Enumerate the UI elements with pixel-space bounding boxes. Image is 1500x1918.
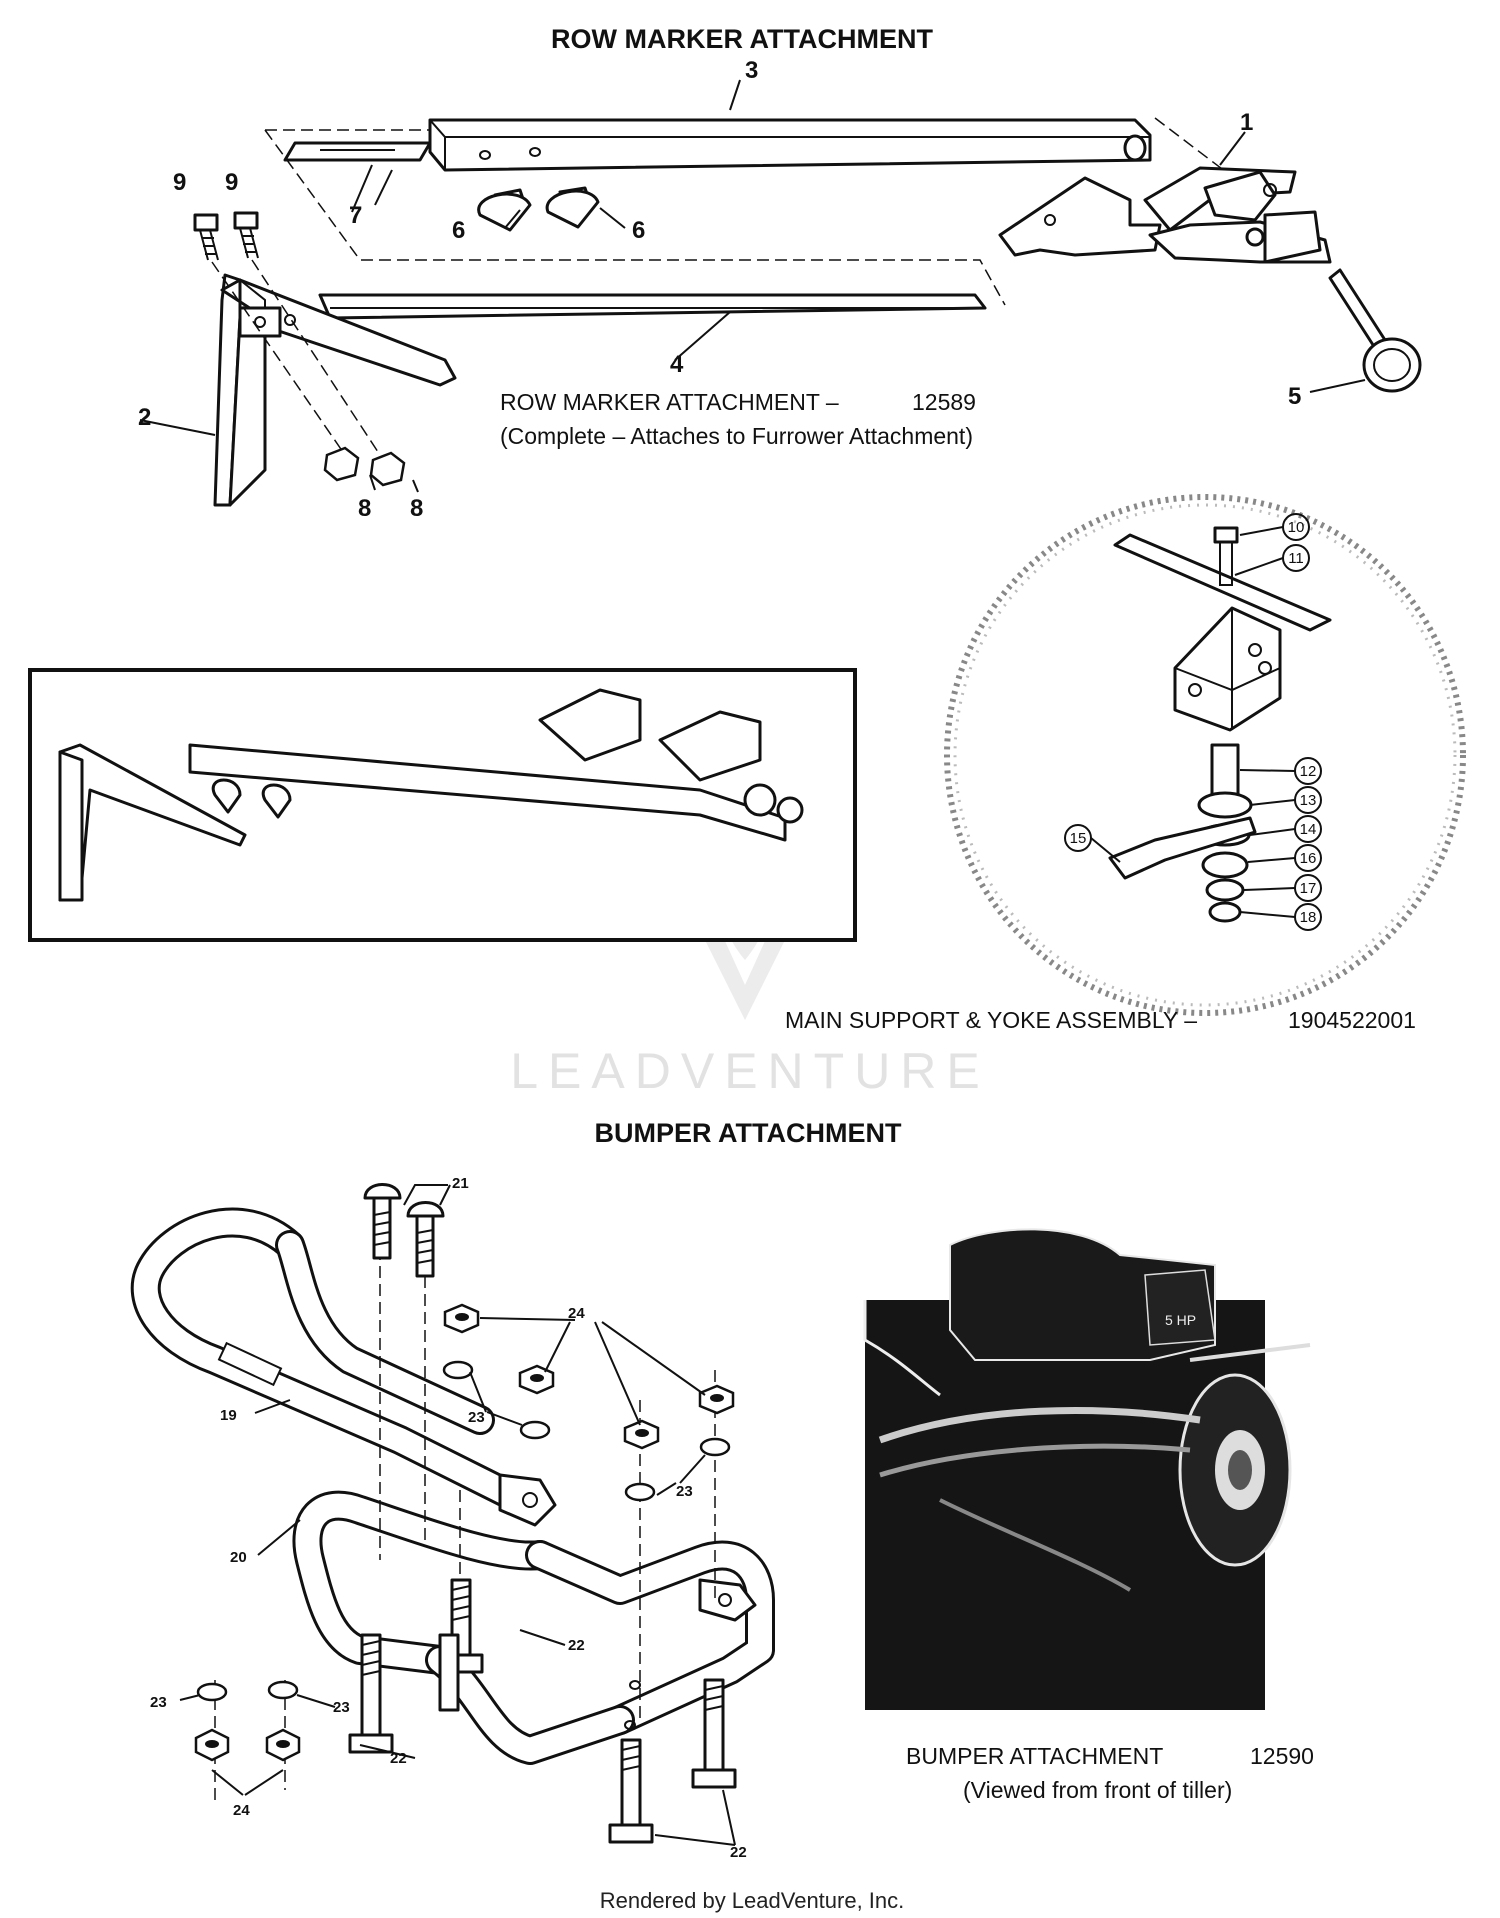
part-8-nuts: [323, 446, 406, 487]
callout-6a: 6: [452, 217, 465, 244]
part-22-bolts: [348, 1578, 737, 1844]
callout-8a: 8: [358, 495, 371, 522]
callout-23b: 23: [676, 1483, 693, 1500]
callout-14: 14: [1300, 821, 1317, 838]
bumper-caption-note: (Viewed from front of tiller): [963, 1777, 1232, 1803]
part-6-bolts: [477, 186, 600, 232]
lower-nuts-washers: [194, 1680, 301, 1762]
callout-8b: 8: [410, 495, 423, 522]
callout-6b: 6: [632, 217, 645, 244]
bumper-photo: 5 HP: [863, 1228, 1311, 1710]
callout-23c: 23: [150, 1694, 167, 1711]
part-3-square-tube: [428, 118, 1152, 172]
engine-hp-badge: 5 HP: [1165, 1312, 1196, 1328]
yoke-part-number: 1904522001: [1288, 1007, 1416, 1033]
callout-21: 21: [452, 1175, 469, 1192]
yoke-caption-name: MAIN SUPPORT & YOKE ASSEMBLY –: [785, 1007, 1197, 1033]
callout-24a: 24: [568, 1305, 585, 1322]
callout-17: 17: [1300, 880, 1317, 897]
watermark-text: LEADVENTURE: [510, 1043, 990, 1099]
callout-23a: 23: [468, 1409, 485, 1426]
bumper-part-number: 12590: [1250, 1743, 1314, 1769]
bumper-title: BUMPER ATTACHMENT: [595, 1118, 902, 1148]
part-1-bracket: [998, 166, 1332, 264]
callout-15: 15: [1070, 830, 1087, 847]
callout-1: 1: [1240, 109, 1253, 136]
row-marker-title: ROW MARKER ATTACHMENT: [551, 24, 933, 54]
row-marker-caption-name: ROW MARKER ATTACHMENT –: [500, 389, 839, 415]
row-marker-exploded-view: 3 1 9 9 7 6 6 4 5 2 8 8 ROW MARKER ATTAC…: [138, 57, 1422, 522]
part-4-bar: [318, 293, 987, 320]
part-7-plate: [283, 141, 432, 162]
callout-20: 20: [230, 1549, 247, 1566]
bumper-caption-name: BUMPER ATTACHMENT: [906, 1743, 1163, 1769]
callout-10: 10: [1288, 519, 1305, 536]
callout-22a: 22: [568, 1637, 585, 1654]
callout-2: 2: [138, 404, 151, 431]
callout-4: 4: [670, 351, 684, 378]
callout-24b: 24: [233, 1802, 250, 1819]
yoke-assembly-view: 10 11 12 13 14 15 16 17 18 MAIN SUPPORT …: [785, 494, 1466, 1033]
callout-16: 16: [1300, 850, 1317, 867]
part-2-marker-blade: [213, 273, 457, 507]
callout-9a: 9: [173, 169, 186, 196]
row-marker-caption-note: (Complete – Attaches to Furrower Attachm…: [500, 423, 973, 449]
callout-9b: 9: [225, 169, 238, 196]
callout-19: 19: [220, 1407, 237, 1424]
row-marker-assembled-view: [28, 668, 857, 942]
footer-credit: Rendered by LeadVenture, Inc.: [600, 1888, 905, 1913]
callout-7: 7: [349, 202, 362, 229]
callout-5: 5: [1288, 383, 1301, 410]
callout-12: 12: [1300, 763, 1317, 780]
upper-nuts-washers: [442, 1303, 735, 1502]
callout-3: 3: [745, 57, 758, 84]
part-19-frame: [130, 1207, 557, 1527]
callout-22b: 22: [390, 1750, 407, 1767]
row-marker-part-number: 12589: [912, 389, 976, 415]
part-9-bolts: [193, 211, 381, 456]
callout-22c: 22: [730, 1844, 747, 1861]
callout-13: 13: [1300, 792, 1317, 809]
bumper-exploded-view: 21 24 23 23 19 20 22 23 23 24 22 22: [130, 1175, 775, 1861]
part-5-hitch-pin: [1328, 268, 1422, 393]
part-21-bolts: [363, 1183, 445, 1278]
callout-18: 18: [1300, 909, 1317, 926]
callout-23d: 23: [333, 1699, 350, 1716]
yoke-callout-circles: [1064, 513, 1322, 931]
callout-11: 11: [1288, 550, 1304, 567]
